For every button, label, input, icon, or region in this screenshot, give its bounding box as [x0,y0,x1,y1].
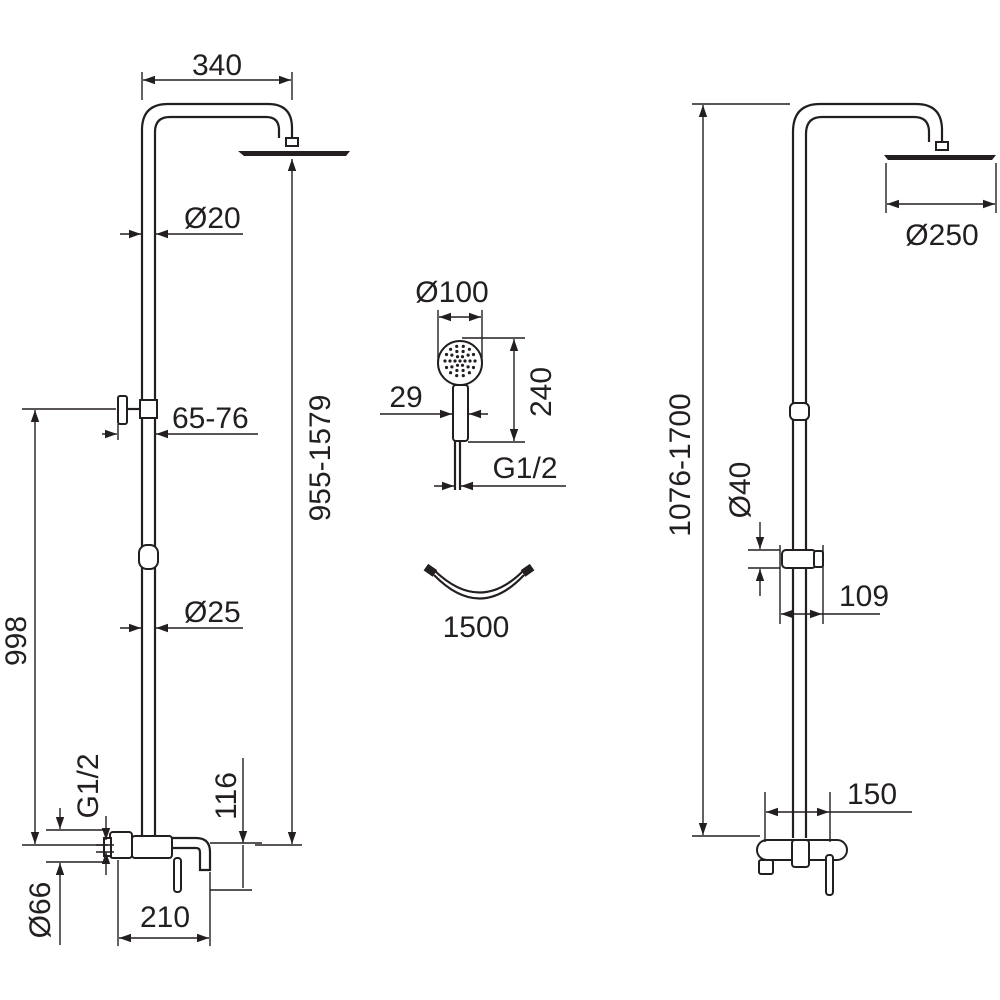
head-connector [285,137,299,147]
head-connector-front [935,141,949,151]
label-length: 240 [525,367,558,417]
spray-nozzle [461,349,465,354]
hand-shower-dimensions [380,310,566,491]
spray-nozzle [468,359,472,363]
spray-nozzle [460,363,465,367]
escutcheon-side [103,837,112,857]
spray-nozzles [443,344,477,378]
shower-column-side-view [103,102,350,893]
spray-nozzle [449,371,453,375]
label-pipe-upper: Ø20 [184,202,241,235]
slider-knob [813,550,824,568]
mixer-outlet-left [758,859,774,875]
hand-shower-head [437,340,483,386]
column-pipe-inner [153,115,281,838]
overhead-shower-head-front [884,155,996,160]
label-pipe-lower: Ø25 [184,596,241,629]
spray-nozzle [461,374,465,378]
hand-shower [437,340,483,490]
spray-nozzle [455,344,459,348]
spray-nozzle [466,353,470,357]
label-total-height: 998 [0,616,33,666]
right-view-dimensions [692,103,997,842]
spray-nozzle [471,352,476,357]
spray-nozzle [466,365,470,369]
mixer-valve-front [791,839,810,868]
column-pipe-outer-front [791,102,944,838]
spray-nozzle [463,359,467,363]
spray-nozzle [455,363,460,367]
column-pipe-outer [140,102,294,838]
mixer-valve-side [131,835,173,859]
spray-nozzle [455,368,459,373]
label-thread: G1/2 [492,452,557,485]
label-escutcheon: Ø66 [24,882,57,939]
hose-end-left [423,563,438,577]
slider-body [781,549,817,569]
shower-column-front-view [756,102,996,896]
right-view-labels: 1076-1700 Ø250 Ø40 109 150 [664,219,979,811]
spray-nozzle [455,349,459,354]
label-thread: G1/2 [72,753,105,818]
spray-nozzle [461,368,465,373]
label-slider: Ø40 [724,462,757,519]
hose-end-right [520,563,535,577]
spray-nozzle [471,365,476,370]
hand-shower-handle [452,384,469,442]
left-view-dimensions [22,72,302,946]
shower-hose: 1500 [423,563,535,644]
left-view-labels: 340 Ø20 65-76 Ø25 998 955-1579 G1/2 116 … [0,49,337,938]
spray-nozzle [455,374,459,378]
spray-nozzle [461,344,465,348]
spray-nozzle [444,352,449,357]
label-spout-height: 116 [210,772,243,820]
spray-nozzle [450,353,454,357]
label-range-height: 955-1579 [304,395,337,522]
spray-nozzle [473,359,477,363]
hose-line-inner [433,574,525,600]
spray-nozzle [443,359,447,363]
label-width: 340 [192,49,242,82]
hand-shower-labels: Ø100 240 29 G1/2 [389,276,558,485]
label-spout-length: 210 [140,901,190,934]
spray-nozzle [453,359,457,363]
spray-nozzle [455,355,460,359]
mixer-lever-front [825,854,834,896]
spout-side [172,836,212,872]
label-hose-length: 1500 [443,611,510,644]
spray-nozzle [458,359,462,363]
pipe-joint-front [789,402,810,421]
label-offset: 65-76 [172,402,249,435]
hose-line [433,569,525,594]
label-mixer-width: 150 [847,778,897,811]
spray-nozzle [467,371,471,375]
label-slider-depth: 109 [839,580,889,613]
holder-knob [117,395,128,425]
mixer-lever-side [173,857,182,893]
label-height-range: 1076-1700 [664,393,697,536]
spray-nozzle [448,359,452,363]
pipe-joint [138,544,159,570]
holder-clamp [139,399,158,419]
spray-nozzle [450,365,454,369]
label-handle: 29 [389,381,422,414]
spray-nozzle [449,347,453,351]
spray-nozzle [467,347,471,351]
spray-nozzle [444,365,449,370]
label-head: Ø100 [415,276,488,309]
spray-nozzle [460,355,465,359]
column-pipe-inner-front [804,115,931,838]
overhead-shower-head [238,151,350,156]
label-head: Ø250 [905,219,978,252]
